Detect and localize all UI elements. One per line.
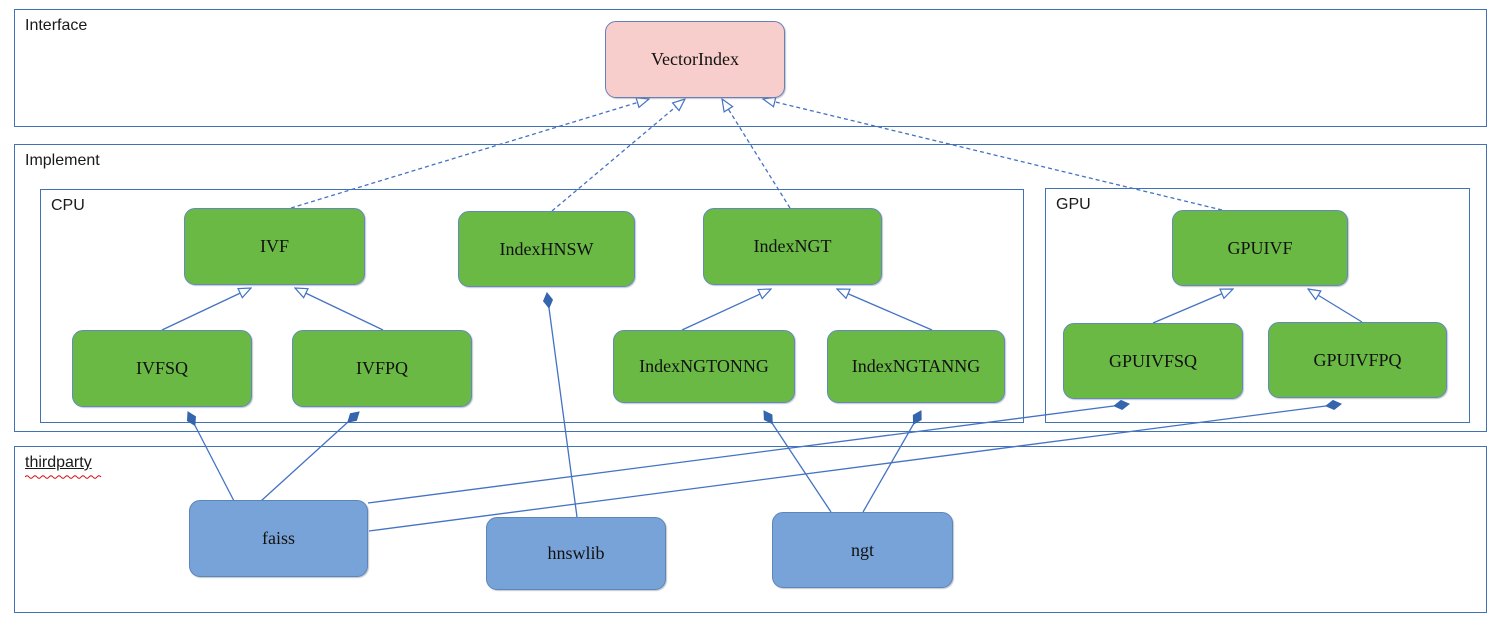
edge-indexngtonng-indexngt: [681, 289, 771, 331]
edge-faiss-ivfsq: [186, 411, 235, 502]
node-ngt: ngt: [772, 512, 953, 588]
node-ivfsq: IVFSQ: [72, 330, 252, 407]
node-indexngtanng: IndexNGTANNG: [827, 330, 1005, 403]
interface-label: Interface: [25, 17, 88, 34]
thirdparty-label: thirdparty: [25, 454, 92, 471]
edge-gpuivfsq-gpuivf: [1152, 289, 1233, 324]
node-gpuivf: GPUIVF: [1172, 210, 1348, 286]
edge-faiss-ivfpq: [260, 411, 360, 502]
edge-ngt-indexngtanng: [862, 410, 922, 513]
edge-gpuivfpq-gpuivf: [1308, 289, 1363, 323]
node-ivfpq: IVFPQ: [292, 330, 472, 407]
node-ivf: IVF: [184, 208, 365, 285]
edge-gpuivf-vectorindex: [763, 99, 1223, 211]
edge-ngt-indexngtonng: [763, 410, 832, 513]
implement-label: Implement: [25, 152, 100, 169]
edge-indexngt-vectorindex: [722, 99, 791, 209]
node-indexngt: IndexNGT: [703, 208, 882, 285]
cpu-label: CPU: [51, 197, 85, 214]
node-hnswlib: hnswlib: [486, 517, 666, 590]
edge-indexngtanng-indexngt: [837, 289, 933, 331]
node-vectorindex: VectorIndex: [605, 21, 785, 98]
thirdparty-container: thirdparty: [14, 446, 1487, 613]
node-gpuivfsq: GPUIVFSQ: [1063, 323, 1243, 399]
cpu-container: CPU: [40, 189, 1024, 423]
gpu-container: GPU: [1045, 188, 1470, 423]
edge-indexhnsw-vectorindex: [551, 99, 685, 212]
implement-container: Implement: [14, 144, 1487, 432]
gpu-label: GPU: [1056, 196, 1091, 213]
edge-ivfsq-ivf: [161, 288, 251, 331]
node-faiss: faiss: [189, 500, 368, 577]
edge-hnswlib-indexhnsw: [542, 292, 578, 518]
edge-ivf-vectorindex: [290, 99, 649, 209]
node-indexhnsw: IndexHNSW: [458, 211, 635, 287]
edge-faiss-gpuivfsq: [367, 399, 1130, 504]
interface-container: Interface: [14, 9, 1487, 127]
edge-ivfpq-ivf: [295, 288, 384, 331]
node-indexngtonng: IndexNGTONNG: [613, 330, 795, 403]
node-gpuivfpq: GPUIVFPQ: [1268, 322, 1447, 398]
spellcheck-squiggle-icon: [25, 475, 102, 479]
edge-faiss-gpuivfpq: [368, 399, 1342, 532]
